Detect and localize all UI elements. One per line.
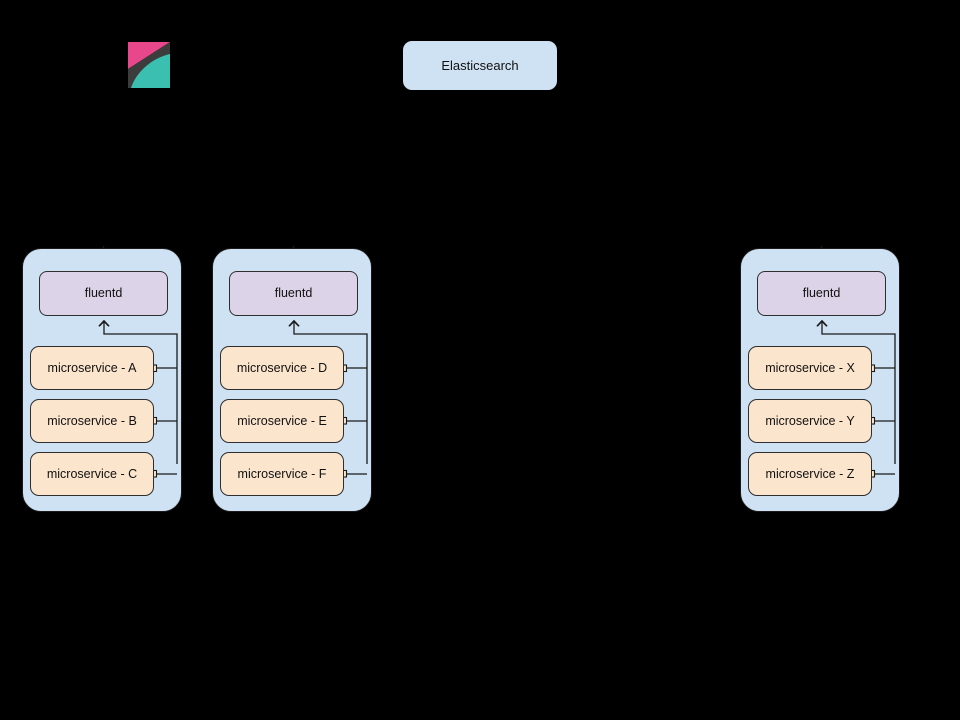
elasticsearch-node: Elasticsearch xyxy=(403,41,557,90)
microservice-label: microservice - D xyxy=(236,360,328,375)
fluentd-label: fluentd xyxy=(274,286,313,301)
cluster-2: fluentd microservice - D microservice - … xyxy=(212,248,372,512)
fluentd-node: fluentd xyxy=(757,271,886,316)
microservice-label: microservice - E xyxy=(237,413,327,428)
microservice-label: microservice - F xyxy=(237,466,327,481)
kibana-logo-icon xyxy=(128,42,170,88)
microservice-label: microservice - A xyxy=(47,360,137,375)
microservice-node: microservice - A xyxy=(30,346,154,390)
microservice-label: microservice - X xyxy=(765,360,855,375)
fluentd-label: fluentd xyxy=(84,286,123,301)
microservice-node: microservice - D xyxy=(220,346,344,390)
microservice-node: microservice - F xyxy=(220,452,344,496)
microservice-node: microservice - Y xyxy=(748,399,872,443)
fluentd-node: fluentd xyxy=(39,271,168,316)
microservice-node: microservice - X xyxy=(748,346,872,390)
microservice-node: microservice - C xyxy=(30,452,154,496)
fluentd-label: fluentd xyxy=(802,286,841,301)
microservice-node: microservice - B xyxy=(30,399,154,443)
microservice-node: microservice - Z xyxy=(748,452,872,496)
cluster-1: fluentd microservice - A microservice - … xyxy=(22,248,182,512)
microservice-label: microservice - B xyxy=(47,413,137,428)
fluentd-node: fluentd xyxy=(229,271,358,316)
cluster-3: fluentd microservice - X microservice - … xyxy=(740,248,900,512)
microservice-label: microservice - Y xyxy=(765,413,855,428)
elasticsearch-label: Elasticsearch xyxy=(441,58,519,73)
microservice-label: microservice - C xyxy=(46,466,138,481)
microservice-label: microservice - Z xyxy=(765,466,855,481)
microservice-node: microservice - E xyxy=(220,399,344,443)
